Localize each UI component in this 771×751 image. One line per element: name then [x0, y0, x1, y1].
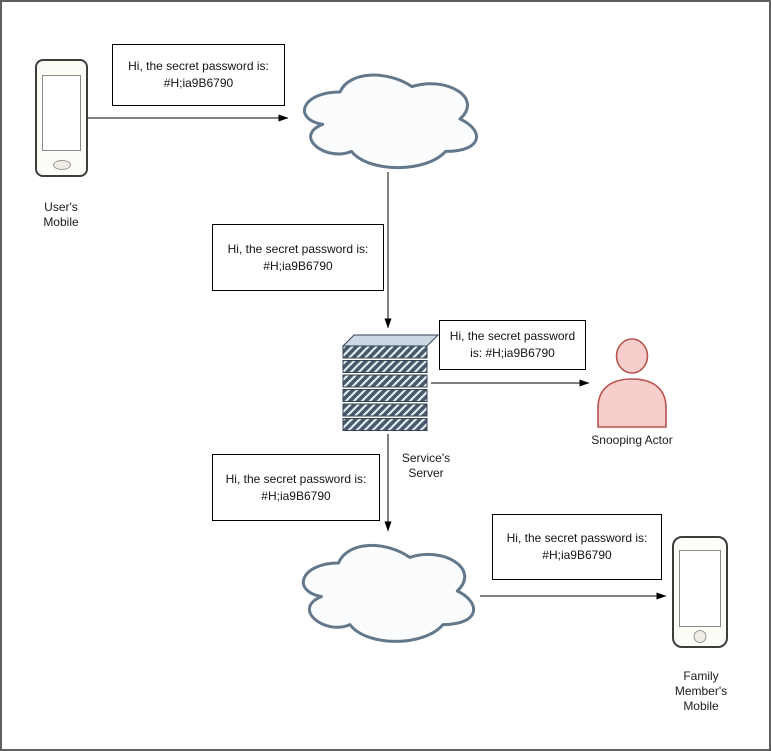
cloud-outline: [303, 73, 478, 169]
family-mobile-icon: [672, 536, 728, 648]
internet-cloud-bottom-icon: [301, 544, 475, 643]
message-box-server-to-snooper: Hi, the secret password is: #H;ia9B6790: [439, 320, 586, 370]
server-top-face: [341, 334, 440, 347]
message-box-user-to-cloud: Hi, the secret password is: #H;ia9B6790: [112, 44, 285, 106]
family-mobile-label: Family Member's Mobile: [674, 669, 728, 713]
phone-screen: [42, 75, 81, 151]
actor-body: [597, 378, 667, 428]
user-mobile-icon: [35, 59, 88, 177]
phone-home-button: [52, 160, 71, 170]
phone-home-button: [693, 630, 707, 643]
snooping-actor-label: Snooping Actor: [591, 433, 673, 447]
actor-head: [615, 338, 649, 374]
internet-cloud-top-icon: [303, 73, 478, 169]
message-box-cloud-to-server: Hi, the secret password is: #H;ia9B6790: [212, 224, 384, 291]
user-mobile-label: User's Mobile: [43, 200, 79, 229]
service-server-label: Service's Server: [401, 451, 451, 480]
server-units: [342, 345, 428, 431]
snooping-actor-icon: [597, 338, 667, 428]
cloud-outline: [301, 544, 475, 643]
message-box-server-to-cloud: Hi, the secret password is: #H;ia9B6790: [212, 454, 380, 521]
phone-screen: [679, 550, 721, 627]
service-server-icon: [341, 334, 440, 431]
message-box-cloud-to-family: Hi, the secret password is: #H;ia9B6790: [492, 514, 662, 580]
